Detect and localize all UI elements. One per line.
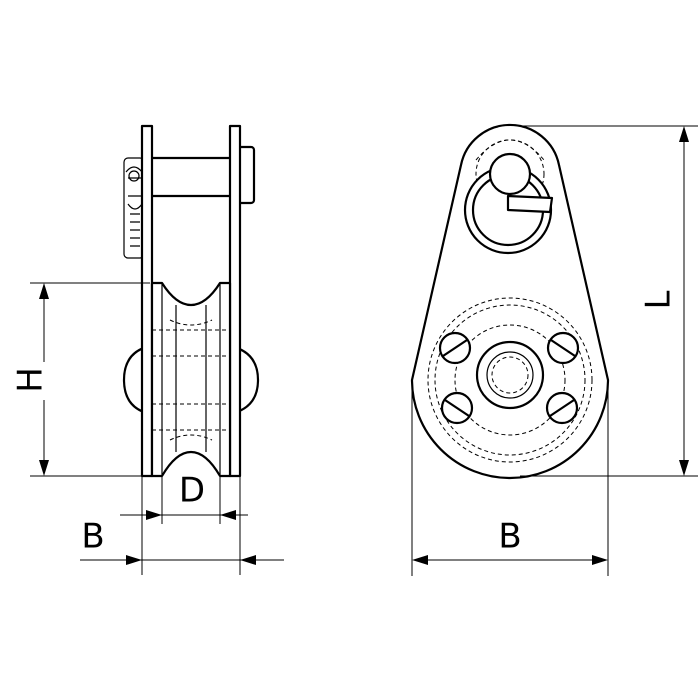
side-view: [122, 124, 260, 478]
dimension-b-side: B: [80, 476, 284, 575]
sheave-groove-outline: [150, 281, 232, 478]
hub-bore: [491, 356, 529, 394]
front-view: [410, 123, 610, 480]
dimension-b-side-label: B: [81, 517, 104, 557]
top-pin-hidden-arc: [475, 139, 545, 161]
split-pin-detail: [125, 166, 143, 247]
sheave-hidden-inner: [454, 324, 566, 436]
screw-top-right: [546, 331, 580, 365]
dimension-h: H: [11, 282, 150, 477]
dimension-l: L: [520, 125, 698, 477]
dimension-d: D: [120, 471, 248, 524]
ring-split: [506, 194, 554, 214]
side-plate-left: [140, 124, 154, 478]
sheave-hidden-lines: [152, 319, 230, 441]
sheave-bulge-left: [122, 344, 152, 416]
side-plate-right: [228, 124, 242, 478]
dimension-b-front-label: B: [498, 517, 521, 557]
body-outline: [410, 123, 610, 480]
screw-bottom-left: [440, 391, 474, 425]
screw-bottom-right: [545, 391, 579, 425]
dimension-d-label: D: [179, 471, 205, 511]
sheave-bulge-right: [228, 344, 260, 416]
sheave-hidden-outer: [427, 297, 593, 463]
axle-pin: [148, 156, 234, 198]
split-pin-eye: [128, 170, 140, 182]
hub-inner: [486, 351, 534, 399]
dimension-h-label: H: [11, 367, 51, 393]
dimension-b-front: B: [411, 382, 609, 576]
top-pin-hidden: [475, 139, 545, 209]
screw-top-left: [438, 331, 472, 365]
sheave-hidden-mid: [434, 304, 586, 456]
pin-head: [488, 152, 532, 196]
dimension-l-label: L: [639, 290, 679, 309]
